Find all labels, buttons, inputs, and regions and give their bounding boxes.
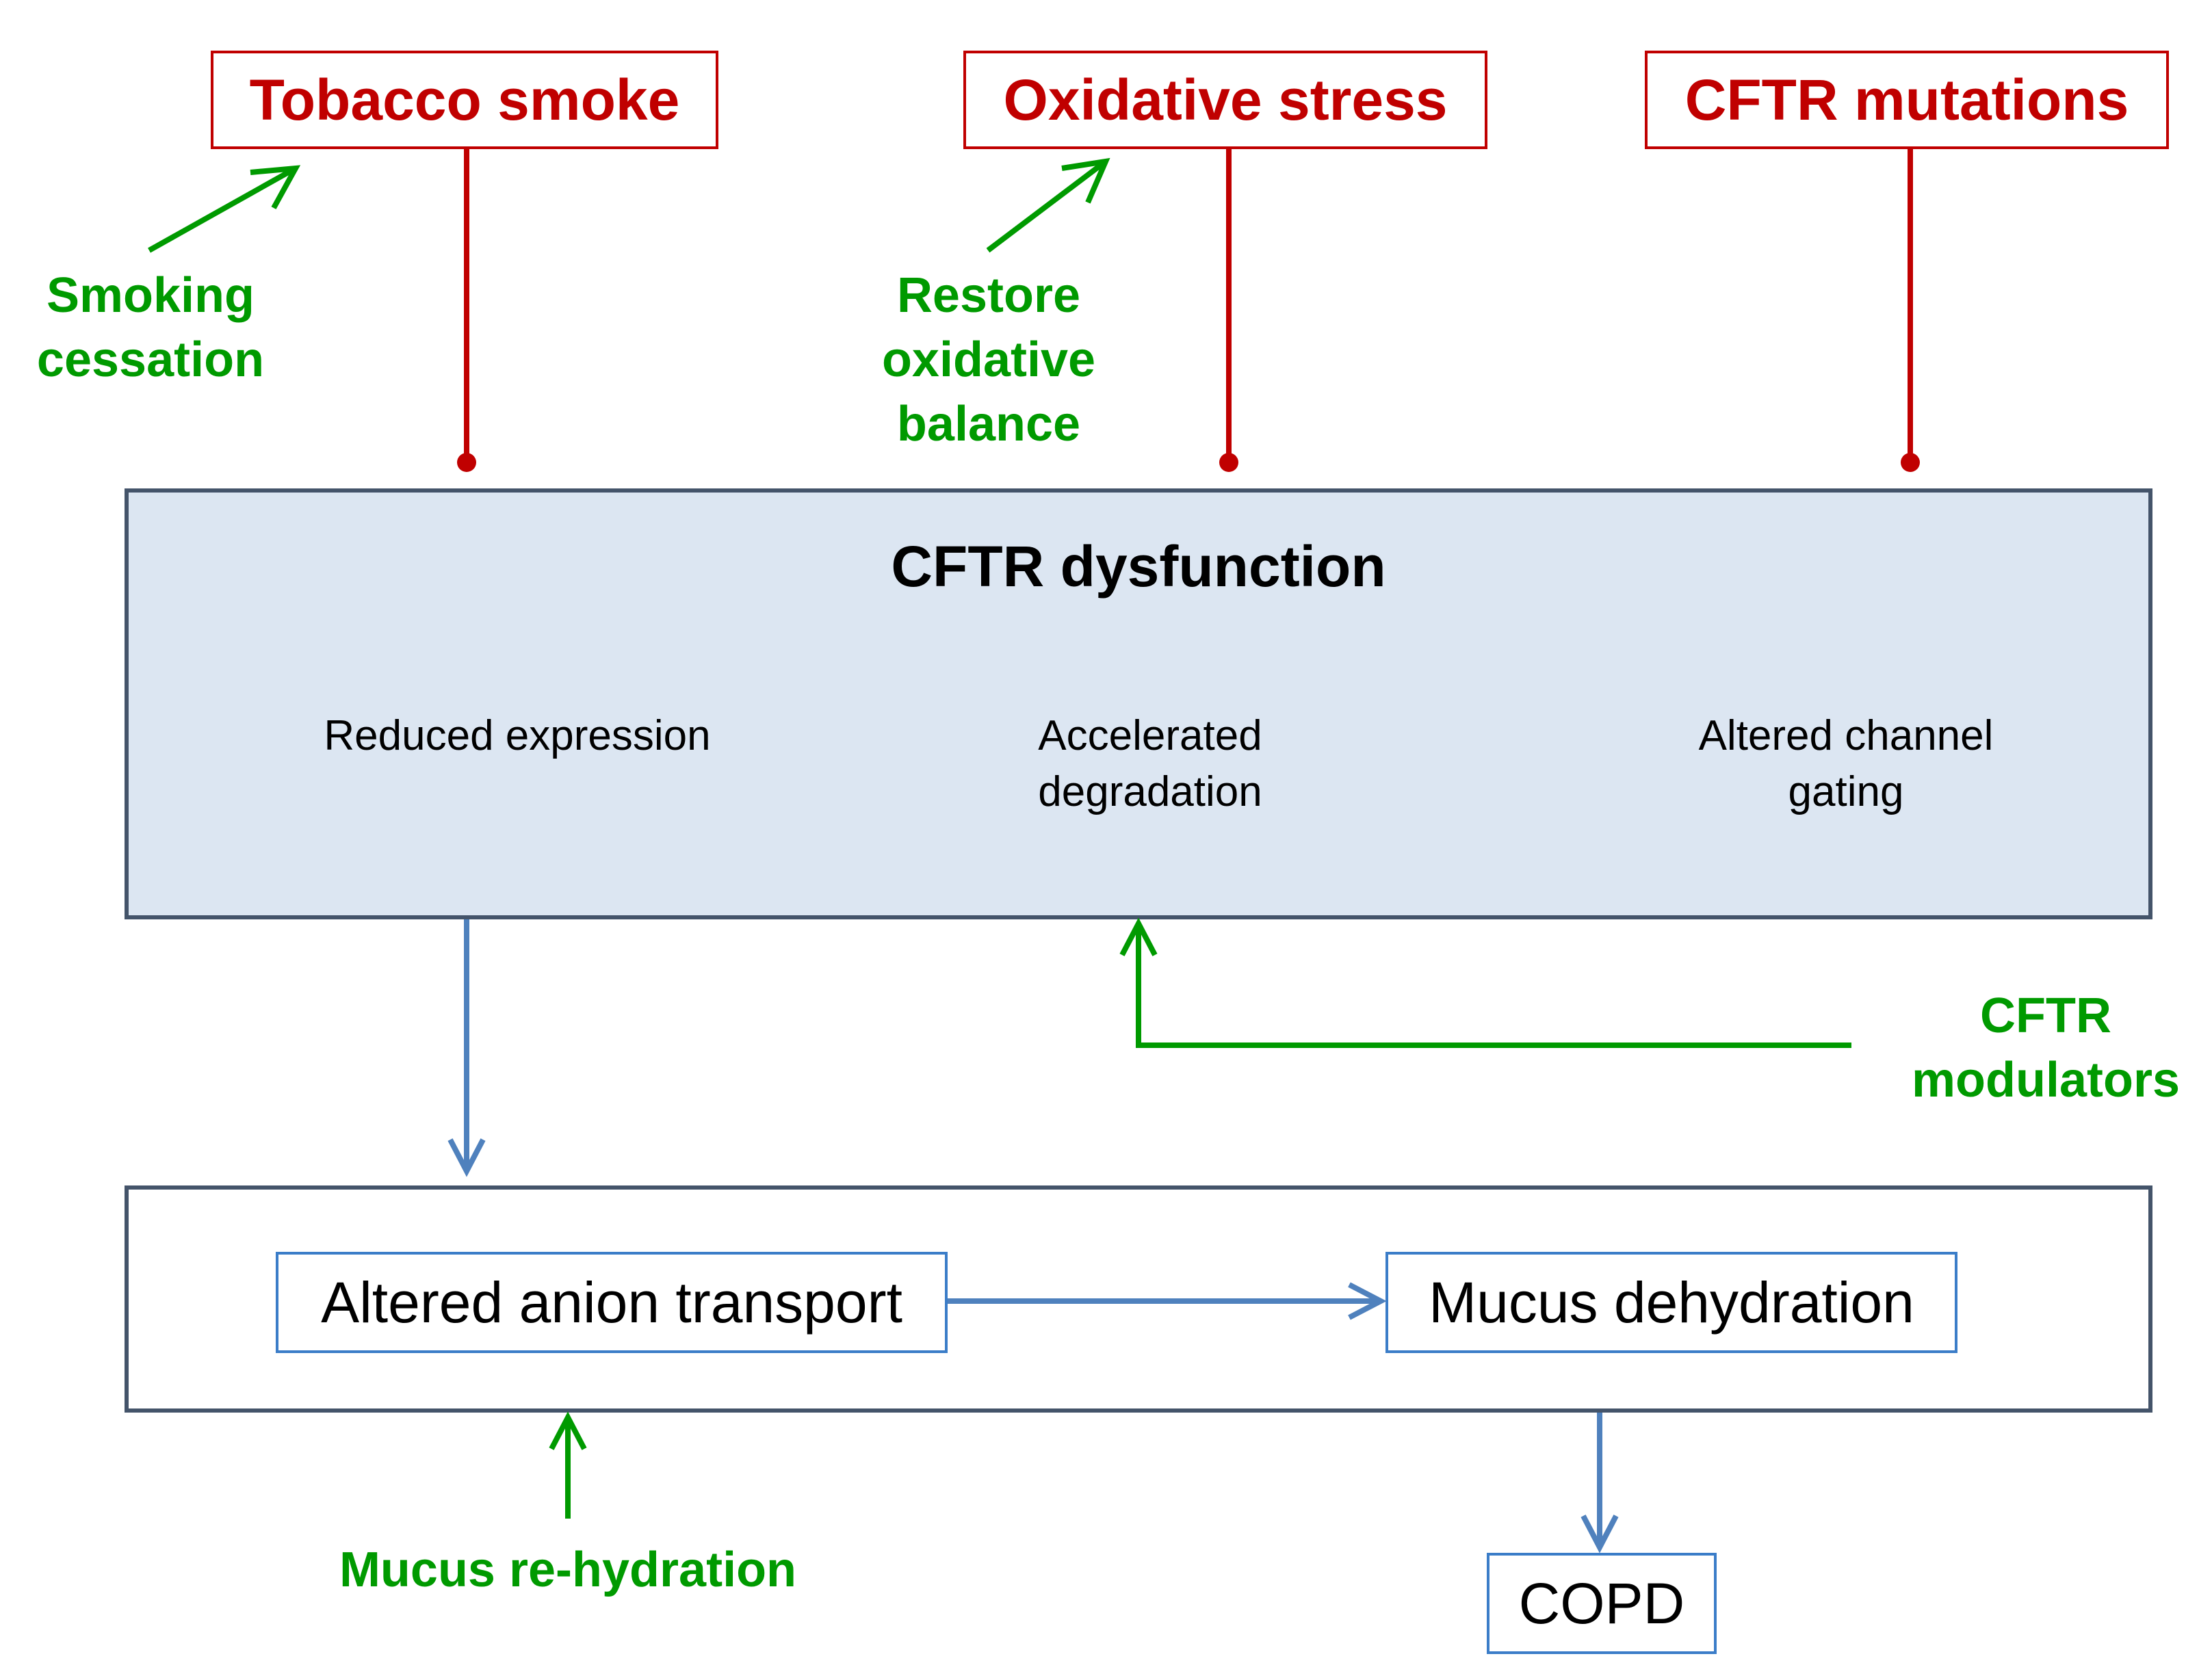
flow-arrows xyxy=(447,919,1619,1554)
cause-oxidative-stress-label: Oxidative stress xyxy=(1003,67,1448,132)
copd-box: COPD xyxy=(1487,1553,1717,1654)
mechanism-reduced-expression: Reduced expression xyxy=(324,712,711,759)
altered-anion-transport-box: Altered anion transport xyxy=(276,1252,948,1353)
tobacco-connector-dot xyxy=(457,453,476,472)
intervention-cftr-modulators: CFTR modulators xyxy=(1911,988,2181,1107)
intervention-smoking-cessation: Smoking cessation xyxy=(36,268,265,387)
cftr-modulators-arrow xyxy=(1136,923,1851,1048)
restore-balance-arrow xyxy=(986,159,1108,253)
dysfunction-to-anion-arrowhead xyxy=(447,1138,486,1177)
smoking-cessation-arrow xyxy=(148,166,297,253)
cause-cftr-mutations-box: CFTR mutations xyxy=(1645,51,2169,149)
altered-anion-transport-label: Altered anion transport xyxy=(321,1270,902,1335)
copd-label: COPD xyxy=(1518,1571,1685,1636)
mechanism-altered-channel-gating: Altered channel gating xyxy=(1698,712,1994,815)
intervention-restore-oxidative-balance: Restore oxidative balance xyxy=(881,268,1096,451)
smoking-cessation-arrowhead xyxy=(250,165,301,209)
consequences-to-copd-arrowhead xyxy=(1580,1515,1619,1554)
intervention-mucus-rehydration: Mucus re-hydration xyxy=(339,1543,797,1597)
cause-tobacco-smoke-box: Tobacco smoke xyxy=(211,51,718,149)
cause-tobacco-smoke-label: Tobacco smoke xyxy=(249,67,680,132)
cftr-dysfunction-box: CFTR dysfunction Reduced expression Acce… xyxy=(125,488,2152,919)
restore-balance-arrowhead xyxy=(1061,157,1110,204)
cause-oxidative-stress-box: Oxidative stress xyxy=(963,51,1487,149)
cftr-dysfunction-title: CFTR dysfunction xyxy=(891,534,1386,599)
oxidative-connector-dot xyxy=(1219,453,1238,472)
mucus-rehydration-arrowhead xyxy=(549,1411,587,1450)
cause-cftr-mutations-label: CFTR mutations xyxy=(1684,67,2129,132)
mechanism-accelerated-degradation: Accelerated degradation xyxy=(1038,712,1262,815)
mucus-dehydration-label: Mucus dehydration xyxy=(1429,1270,1914,1335)
mutations-connector-dot xyxy=(1901,453,1920,472)
mucus-dehydration-box: Mucus dehydration xyxy=(1385,1252,1957,1353)
cftr-modulators-arrowhead xyxy=(1119,917,1158,956)
anion-to-mucus-arrowhead xyxy=(1348,1282,1387,1320)
intervention-arrows xyxy=(148,157,1851,1519)
cause-connectors xyxy=(457,149,1920,472)
